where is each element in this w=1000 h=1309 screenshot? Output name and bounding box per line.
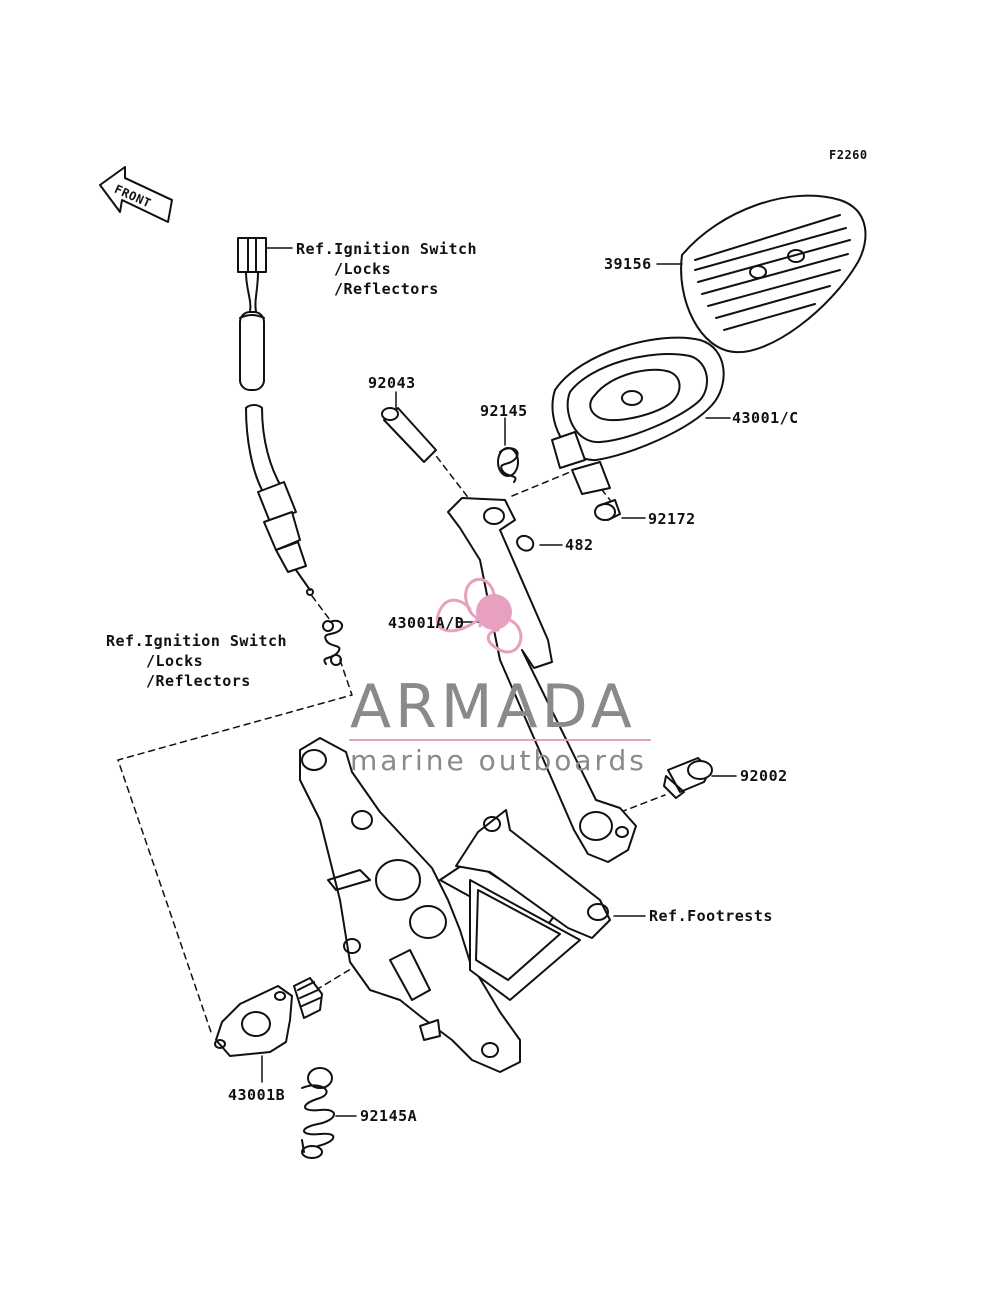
- ref-ignition-mid-line1: Ref.Ignition Switch: [106, 632, 288, 650]
- ref-ignition-mid-line3: /Reflectors: [146, 672, 251, 690]
- front-arrow-icon: [99, 166, 173, 223]
- lever-43001b: [214, 977, 323, 1057]
- switch-connector: [237, 237, 293, 313]
- part-label-92002: 92002: [740, 767, 788, 785]
- ref-ignition-top-line1: Ref.Ignition Switch: [296, 240, 478, 258]
- part-label-92145a: 92145A: [360, 1107, 418, 1125]
- pedal-arm: [447, 497, 637, 863]
- watermark-logo-icon: [436, 577, 523, 654]
- pedal-pad: [680, 194, 867, 354]
- spring-92145a: [301, 1067, 335, 1159]
- watermark-title: ARMADA: [350, 672, 636, 742]
- figure-code: F2260: [829, 148, 868, 162]
- ref-ignition-mid-line2: /Locks: [146, 652, 204, 670]
- pin-92043: [381, 407, 437, 463]
- part-label-482: 482: [565, 536, 594, 554]
- switch-cable: [239, 311, 283, 491]
- watermark-subtitle: marine outboards: [350, 744, 647, 777]
- part-label-92043: 92043: [368, 374, 416, 392]
- clip-482: [516, 534, 535, 552]
- bolt-92002: [663, 757, 713, 799]
- part-label-43001b: 43001B: [228, 1086, 286, 1104]
- footrest-bracket: [299, 737, 611, 1073]
- part-label-92145: 92145: [480, 402, 528, 420]
- ref-ignition-top-line2: /Locks: [334, 260, 392, 278]
- switch-spring: [322, 619, 344, 666]
- part-label-43001ad: 43001A/D: [388, 614, 465, 632]
- spring-92145: [497, 447, 519, 483]
- ref-ignition-top-line3: /Reflectors: [334, 280, 439, 298]
- part-label-43001c: 43001/C: [732, 409, 799, 427]
- bolt-92172: [594, 499, 621, 521]
- pedal-mount: [551, 336, 725, 495]
- brake-light-switch: [257, 481, 314, 596]
- part-label-39156: 39156: [604, 255, 652, 273]
- ref-footrests-label: Ref.Footrests: [649, 907, 773, 925]
- part-label-92172: 92172: [648, 510, 696, 528]
